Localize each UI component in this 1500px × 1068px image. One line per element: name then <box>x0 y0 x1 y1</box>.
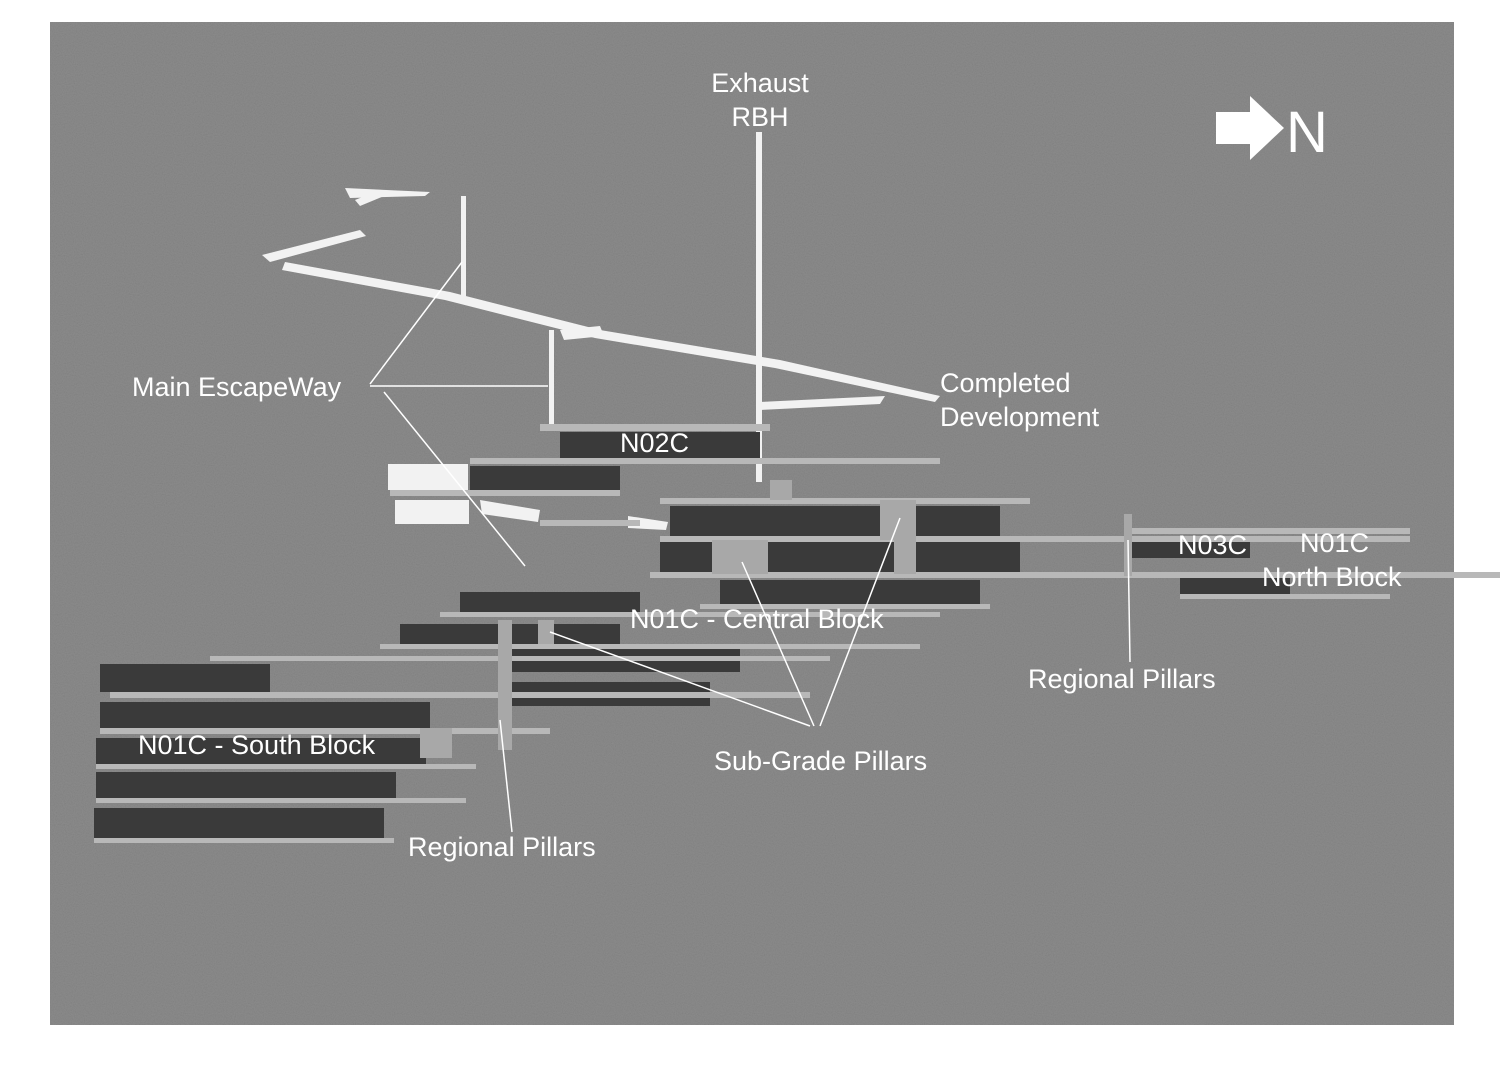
drift <box>94 838 394 843</box>
stope-block <box>720 580 980 604</box>
leader-line <box>499 719 513 833</box>
label-south-block: N01C - South Block <box>138 730 376 760</box>
stope-block <box>100 702 430 728</box>
stope-block <box>96 738 426 764</box>
drift <box>100 728 550 734</box>
leader-line <box>1127 539 1131 663</box>
label-n03c: N03C <box>1178 530 1247 560</box>
label-exhaust: Exhaust <box>711 68 809 98</box>
drift <box>540 520 640 526</box>
sub-grade-pillar <box>880 500 916 540</box>
sub-grade-pillar <box>538 620 554 644</box>
leader-line <box>383 391 526 567</box>
label-rbh: RBH <box>731 102 788 132</box>
drift <box>110 692 810 698</box>
sub-grade-pillar <box>420 728 452 758</box>
stope-block <box>460 592 640 612</box>
drift <box>96 798 466 803</box>
drift <box>96 764 476 769</box>
drift <box>210 656 830 661</box>
drift <box>1180 594 1390 599</box>
drift <box>1130 528 1410 534</box>
sub-grade-pillar <box>770 480 792 500</box>
drift <box>660 498 1030 504</box>
label-n01c-north: N01C <box>1300 528 1369 558</box>
label-north-block: North Block <box>1262 562 1402 592</box>
leader-line <box>741 561 815 727</box>
label-main-escapeway: Main EscapeWay <box>132 372 342 402</box>
stope-block <box>470 466 620 490</box>
completed-development <box>262 188 940 530</box>
stope-n02c <box>560 432 760 458</box>
pillars <box>420 480 1132 758</box>
stope-block <box>94 808 384 838</box>
north-arrow-icon <box>1216 96 1284 160</box>
drift <box>390 490 620 496</box>
stope-block <box>96 772 396 798</box>
label-central-block: N01C - Central Block <box>630 604 884 634</box>
drift <box>540 424 770 431</box>
sub-grade-pillar <box>894 540 916 574</box>
stope-block <box>670 506 1000 536</box>
leader-line <box>549 631 811 727</box>
drift <box>380 644 920 649</box>
exhaust-rbh-shaft <box>756 132 762 482</box>
sub-grade-pillar <box>712 540 768 574</box>
label-completed: Completed <box>940 368 1071 398</box>
leader-lines <box>369 261 1131 833</box>
regional-pillar <box>498 620 512 750</box>
label-development: Development <box>940 402 1100 432</box>
diagram-labels: Exhaust RBH N Main EscapeWay Completed D… <box>132 68 1402 862</box>
label-sub-grade-pillars: Sub-Grade Pillars <box>714 746 927 776</box>
label-regional-pillars-east: Regional Pillars <box>1028 664 1216 694</box>
drift <box>660 536 1410 542</box>
drift <box>440 612 940 617</box>
leader-line <box>819 517 901 727</box>
level-drifts <box>94 424 1500 843</box>
label-regional-pillars-south: Regional Pillars <box>408 832 596 862</box>
label-n02c: N02C <box>620 428 689 458</box>
label-north: N <box>1286 100 1328 165</box>
leader-line <box>369 261 463 385</box>
drift <box>700 604 990 609</box>
drift <box>470 458 940 464</box>
stope-block <box>100 664 270 692</box>
drift <box>650 572 1500 578</box>
